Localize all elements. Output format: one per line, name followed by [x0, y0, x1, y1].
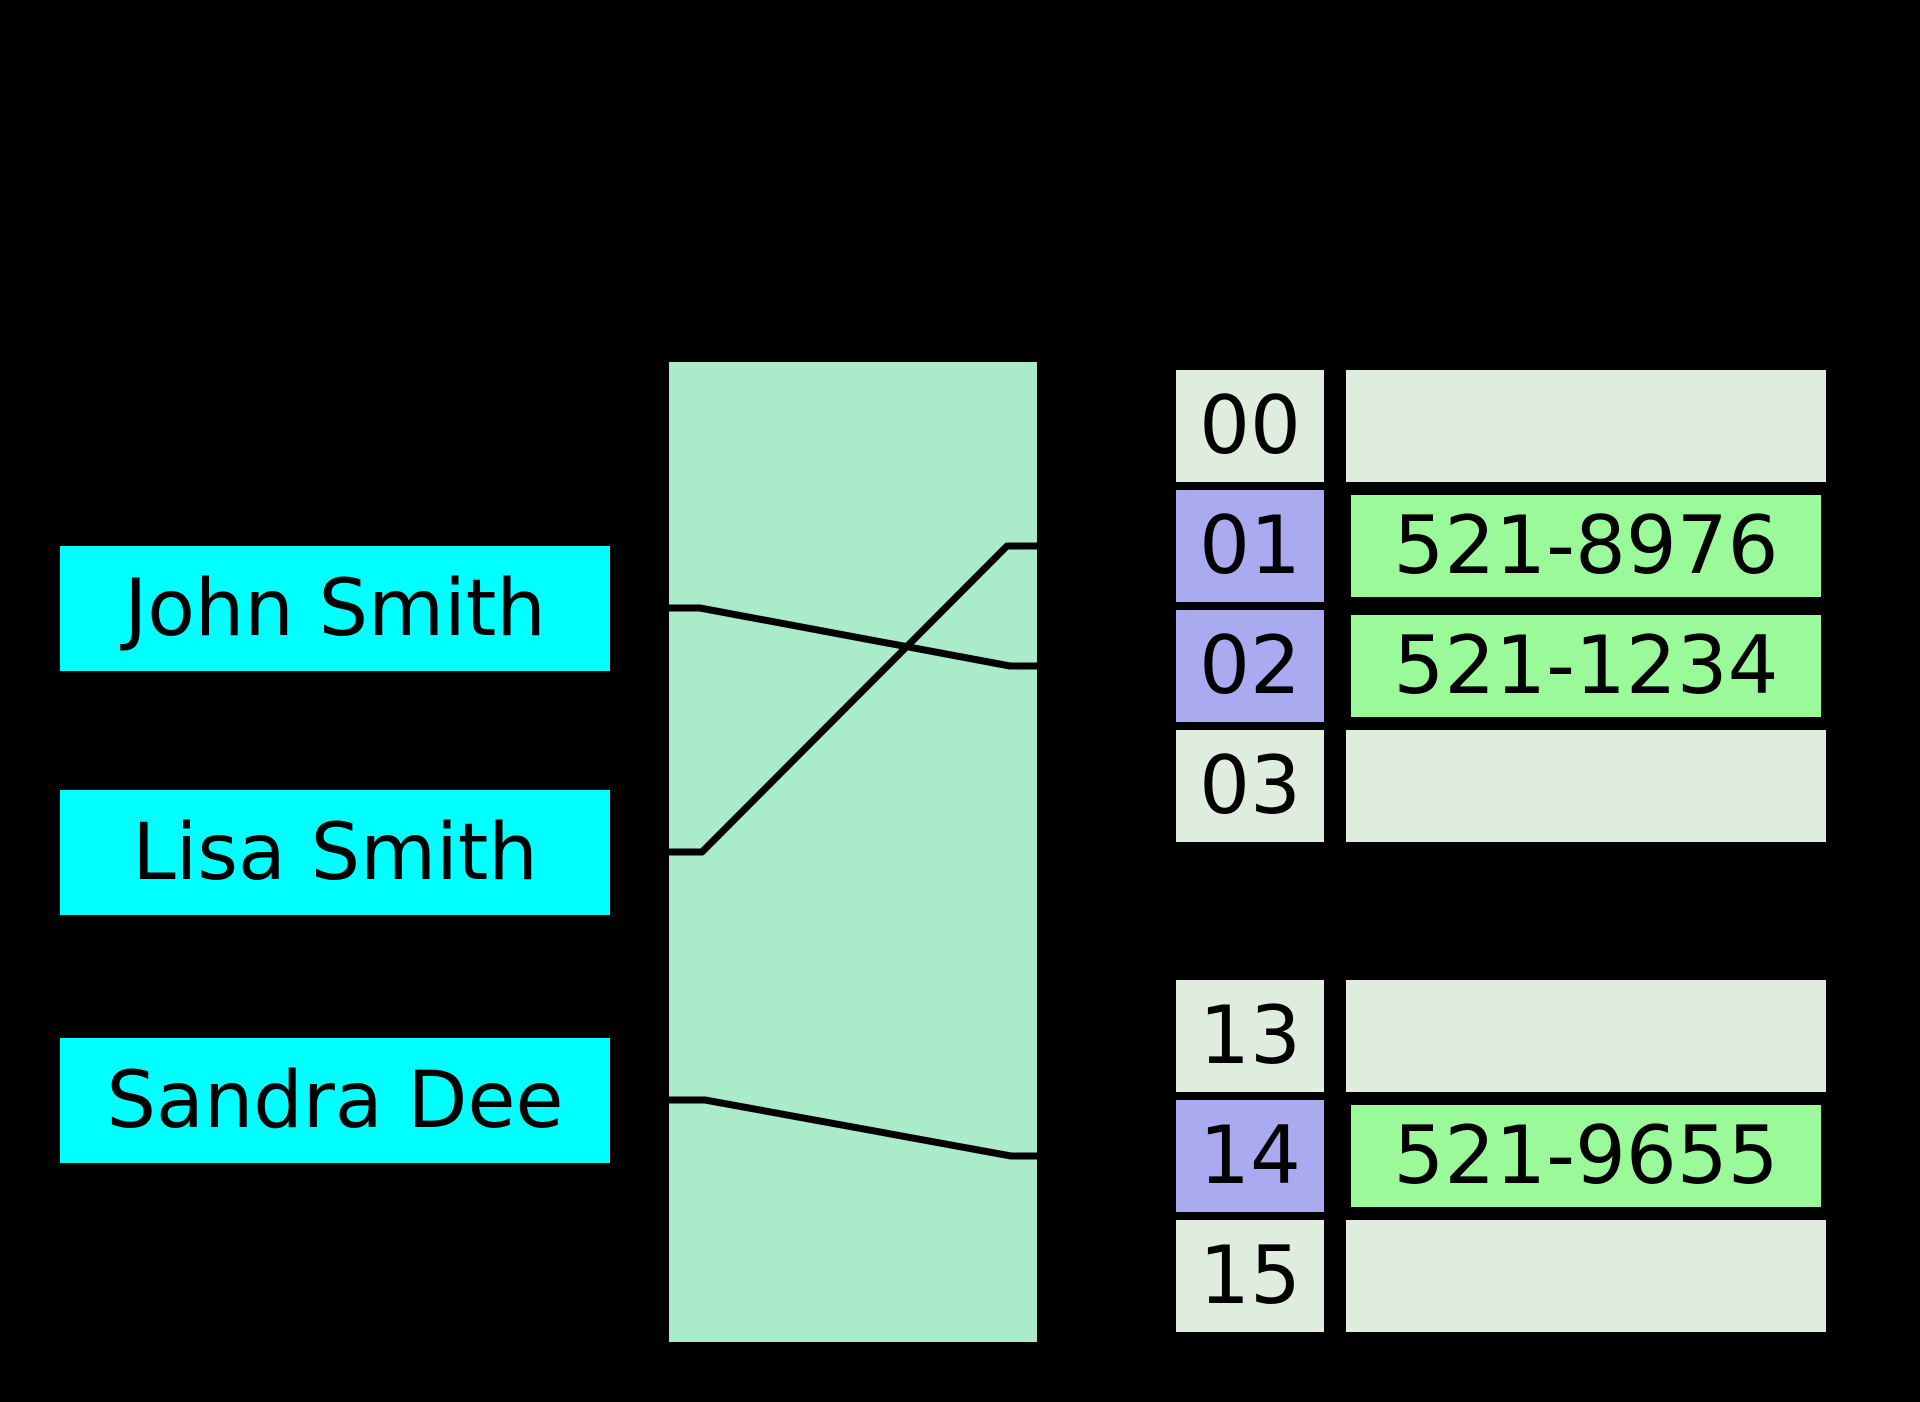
key-label-john-smith: John Smith — [124, 563, 546, 654]
bucket-index-14: 14 — [1176, 1100, 1324, 1212]
bucket-value-01: 521-8976 — [1346, 490, 1826, 602]
bucket-row-00: 00 — [1176, 370, 1826, 482]
bucket-value-02: 521-1234 — [1346, 610, 1826, 722]
key-label-lisa-smith: Lisa Smith — [132, 807, 538, 898]
key-box-lisa-smith: Lisa Smith — [60, 790, 610, 915]
connector-john-smith-to-02 — [610, 604, 1040, 670]
bucket-value-03 — [1346, 730, 1826, 842]
key-box-sandra-dee: Sandra Dee — [60, 1038, 610, 1163]
bucket-index-13: 13 — [1176, 980, 1324, 1092]
bucket-value-00 — [1346, 370, 1826, 482]
bucket-value-14: 521-9655 — [1346, 1100, 1826, 1212]
key-label-sandra-dee: Sandra Dee — [106, 1055, 564, 1146]
bucket-index-02: 02 — [1176, 610, 1324, 722]
bucket-value-13 — [1346, 980, 1826, 1092]
connector-lisa-smith-to-01 — [610, 542, 1040, 856]
bucket-row-03: 03 — [1176, 730, 1826, 842]
bucket-value-15 — [1346, 1220, 1826, 1332]
bucket-index-15: 15 — [1176, 1220, 1324, 1332]
hash-function-box — [669, 362, 1037, 1342]
bucket-row-13: 13 — [1176, 980, 1826, 1092]
bucket-row-15: 15 — [1176, 1220, 1826, 1332]
key-box-john-smith: John Smith — [60, 546, 610, 671]
bucket-index-03: 03 — [1176, 730, 1324, 842]
connector-sandra-dee-to-14 — [610, 1096, 1040, 1160]
bucket-index-00: 00 — [1176, 370, 1324, 482]
bucket-index-01: 01 — [1176, 490, 1324, 602]
